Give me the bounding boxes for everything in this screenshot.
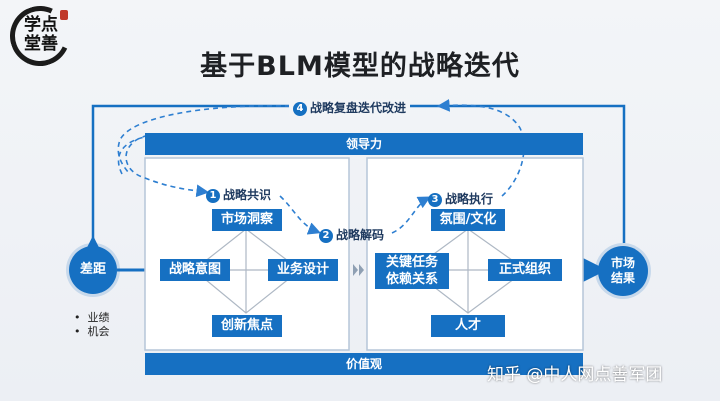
watermark: 知乎 @中人网点善军团 — [487, 365, 663, 385]
logo-text: 学点堂善 — [24, 15, 58, 54]
talent-box: 人才 — [431, 315, 505, 337]
step-1-text: 战略共识 — [223, 188, 272, 202]
step-2-text: 战略解码 — [336, 228, 385, 242]
values-label: 价值观 — [345, 357, 382, 371]
gap-bullet-opportunity: 机会 — [74, 325, 110, 339]
dashed-path-2 — [279, 195, 321, 235]
market-insight-box: 市场洞察 — [212, 209, 282, 231]
market-result-label: 市场 结果 — [610, 256, 635, 285]
dashed-path-4 — [436, 98, 525, 197]
gap-bullets: 业绩 机会 — [74, 311, 110, 339]
culture-box: 氛围/文化 — [431, 209, 505, 231]
step-3-text: 战略执行 — [445, 192, 494, 206]
dashed-path-3 — [391, 196, 431, 234]
leadership-bar: 领导力 — [145, 133, 583, 155]
business-design-box: 业务设计 — [268, 259, 338, 281]
step-4-text: 战略复盘迭代改进 — [310, 101, 407, 115]
logo-seal — [60, 10, 68, 20]
gap-label: 差距 — [79, 262, 106, 277]
panel-chevrons — [353, 264, 364, 276]
leadership-label: 领导力 — [345, 137, 382, 151]
values-bar: 价值观 — [145, 353, 583, 375]
innovation-focus-box: 创新焦点 — [212, 315, 282, 337]
strategic-intent-box: 战略意图 — [160, 259, 230, 281]
formal-organization-box: 正式组织 — [488, 259, 562, 281]
market-result-circle: 市场 结果 — [598, 246, 648, 296]
critical-tasks-box: 关键任务 依赖关系 — [375, 253, 449, 289]
gap-circle: 差距 — [69, 246, 117, 294]
page-title: 基于BLM模型的战略迭代 — [200, 51, 520, 82]
step-3-number: 3 — [428, 193, 442, 207]
dashed-path-4b — [117, 105, 291, 173]
logo: 学点堂善 — [1, 0, 79, 75]
dashed-path-1 — [117, 134, 210, 198]
step-1-number: 1 — [206, 189, 220, 203]
gap-bullet-performance: 业绩 — [74, 311, 110, 325]
step-4-number: 4 — [293, 102, 307, 116]
step-2-number: 2 — [319, 229, 333, 243]
